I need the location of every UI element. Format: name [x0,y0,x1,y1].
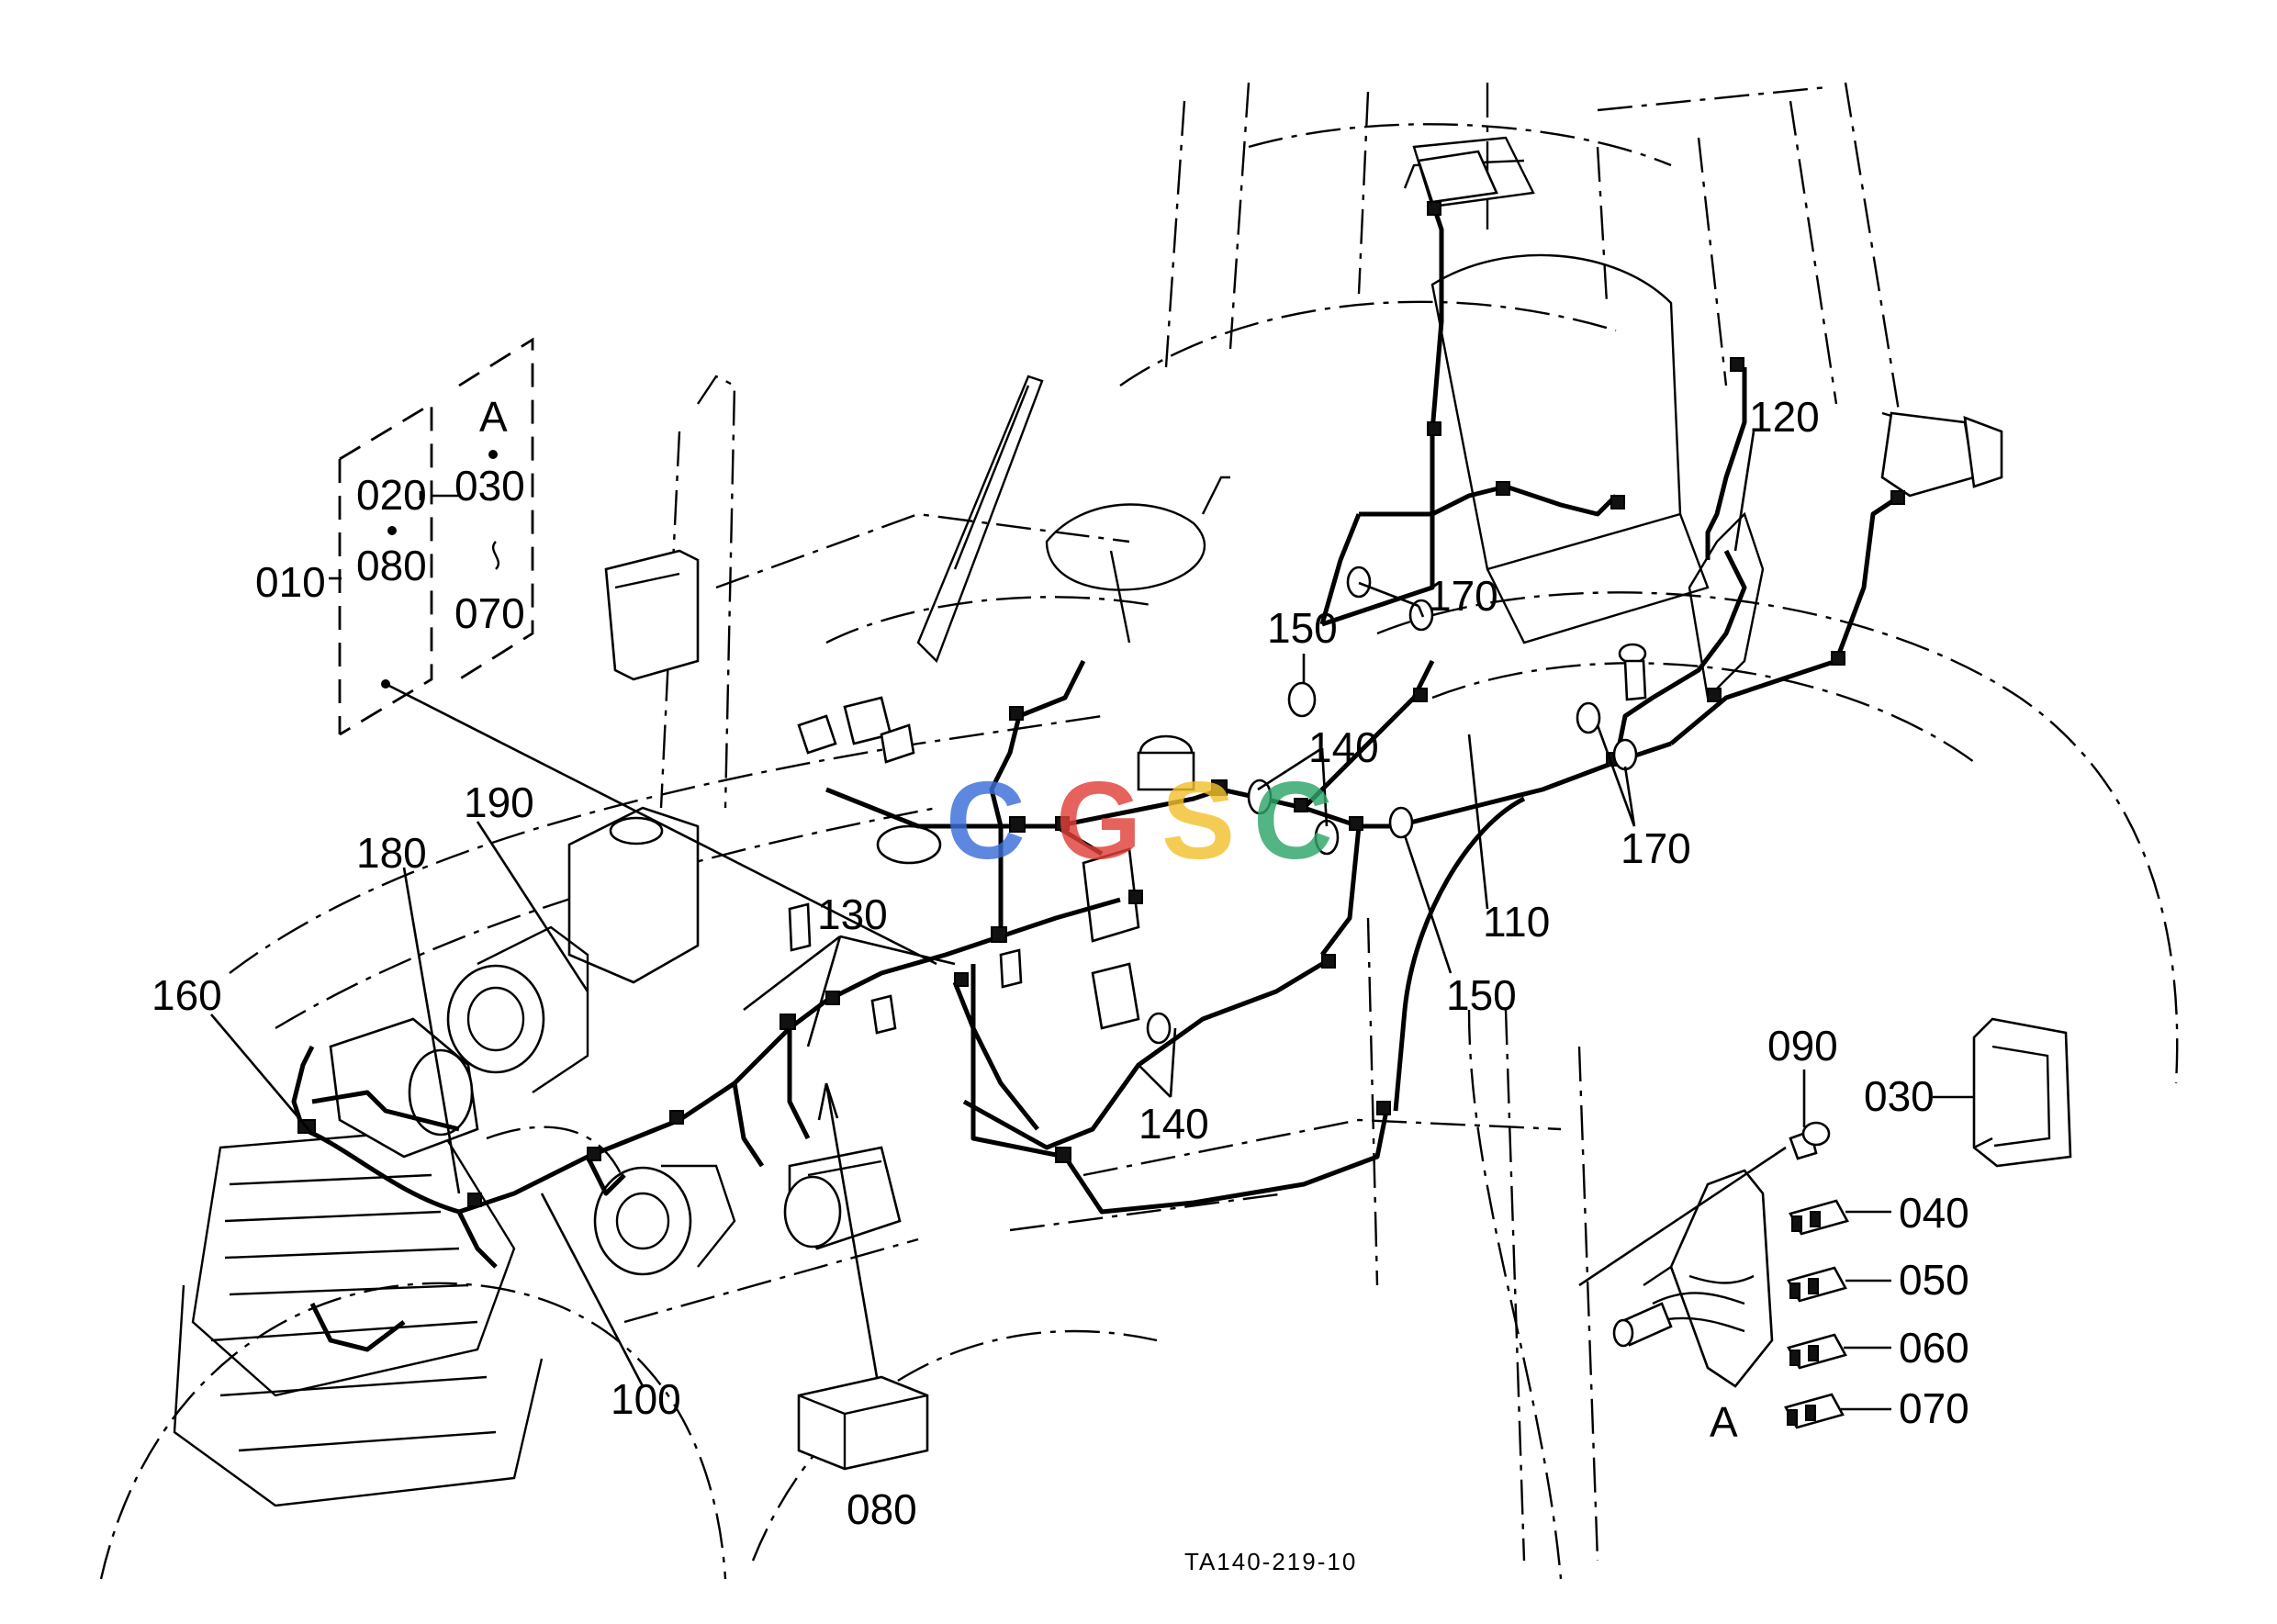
callout-180: 180 [356,829,427,877]
kit-group-bracket [329,337,534,736]
callout-030-kit: 030 [454,462,525,510]
watermark: C G S C [946,759,1333,882]
fuse-040 [1789,1199,1849,1236]
callout-060: 060 [1899,1324,1969,1372]
callout-170-lower: 170 [1621,824,1691,872]
watermark-letter-s: S [1161,759,1235,882]
callout-100: 100 [611,1375,681,1423]
fuse-060 [1787,1333,1847,1370]
callout-160: 160 [151,971,222,1019]
callout-070: 070 [1899,1384,1969,1432]
fuse-070 [1784,1393,1845,1429]
harness-clamps [1146,566,1638,1045]
tractor-outline [99,82,2179,1580]
callout-080: 080 [847,1485,917,1533]
callout-010: 010 [255,558,326,606]
callout-090: 090 [1767,1022,1838,1070]
callout-A-top: A [479,393,508,441]
callout-050: 050 [1899,1256,1969,1304]
leader-lines [210,431,1974,1411]
callout-150-lower: 150 [1446,971,1517,1019]
callout-130: 130 [817,890,888,938]
callout-140-lower: 140 [1138,1100,1209,1148]
drawing-code: TA140-219-10 [1184,1548,1357,1575]
callout-110: 110 [1483,898,1550,946]
watermark-letter-g: G [1056,759,1141,882]
fuse-050 [1787,1266,1847,1303]
callout-120: 120 [1749,393,1820,441]
engine-components [329,643,1647,1276]
main-harness [291,201,1902,1352]
watermark-letter-c1: C [946,759,1026,882]
callout-190: 190 [464,778,534,826]
callout-A-bottom: A [1710,1398,1738,1446]
callout-labels: 010 020 080 A 030 070 190 180 160 130 10… [151,393,1969,1575]
callout-070-kit: 070 [454,589,525,637]
connectors [297,201,1905,1207]
exploded-parts [381,679,2072,1471]
callout-020: 020 [356,471,427,519]
callout-030: 030 [1864,1072,1935,1120]
callout-080-kit: 080 [356,542,427,589]
callout-150-upper: 150 [1267,604,1338,652]
callout-140-upper: 140 [1308,723,1379,771]
callout-170-upper: 170 [1428,572,1498,620]
watermark-letter-c2: C [1253,759,1333,882]
callout-040: 040 [1899,1189,1969,1237]
